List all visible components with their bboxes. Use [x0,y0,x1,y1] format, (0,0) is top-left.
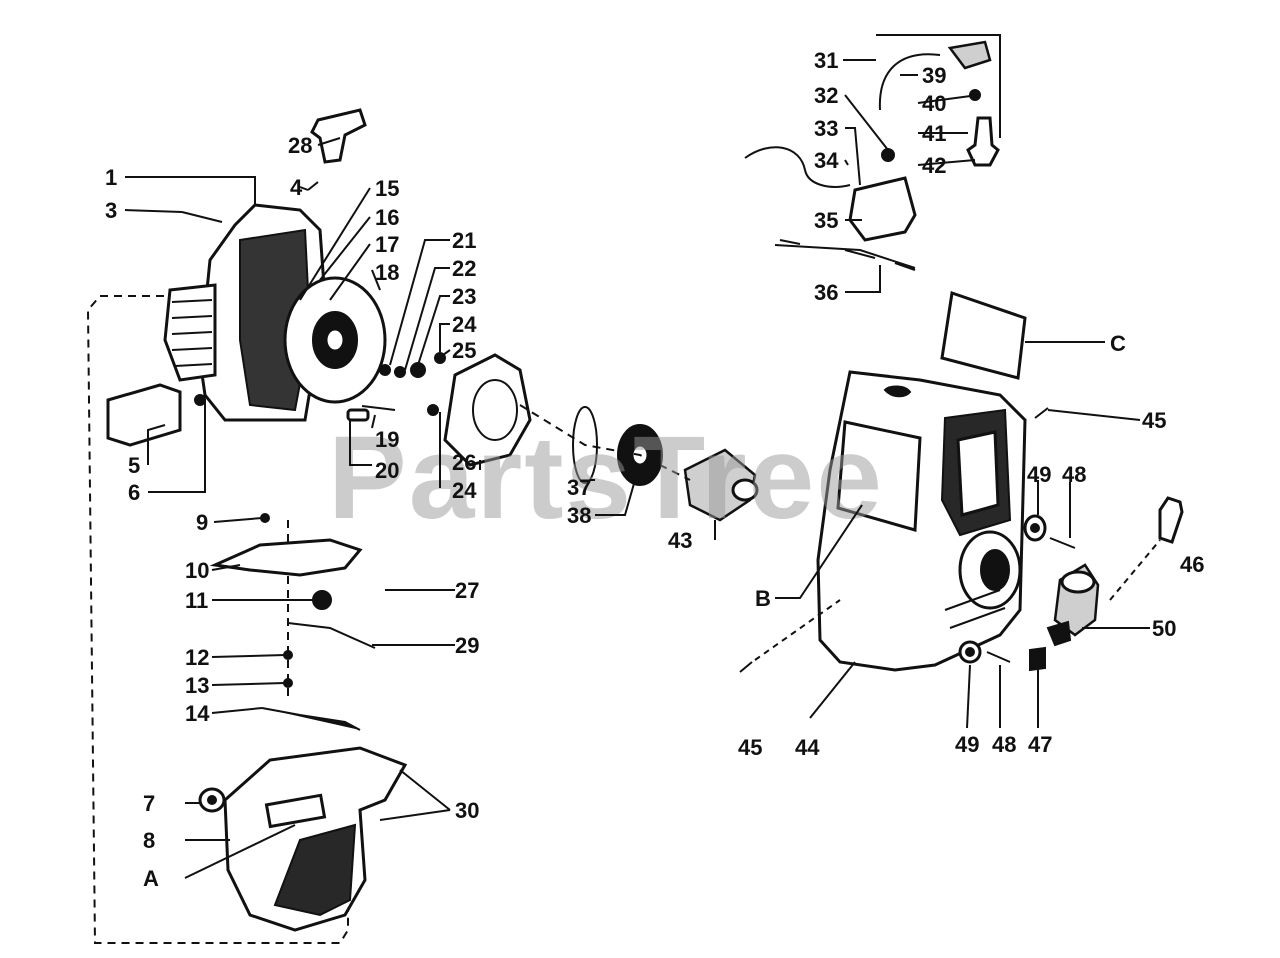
callout-labels: 1 3 4 5 6 9 10 11 12 13 14 7 8 A 28 15 1… [105,48,1204,891]
callout-15: 15 [375,176,399,201]
callout-38: 38 [567,503,591,528]
housing-assembly [739,291,1184,673]
callout-6: 6 [128,480,140,505]
callout-40: 40 [922,91,946,116]
callout-48a: 48 [1062,462,1086,487]
watermark: PartsTree [328,412,884,544]
callout-C: C [1110,331,1126,356]
muffler [106,383,182,447]
callout-33: 33 [814,116,838,141]
callout-30: 30 [455,798,479,823]
callout-31: 31 [814,48,838,73]
spark-plug-boot [947,40,992,70]
callout-19: 19 [375,427,399,452]
ignition-assembly [744,34,1001,271]
starter-handle [310,108,367,164]
callout-25: 25 [452,338,476,363]
callout-47: 47 [1028,732,1052,757]
callout-4: 4 [290,175,303,200]
callout-3: 3 [105,198,117,223]
callout-41: 41 [922,121,946,146]
callout-12: 12 [185,645,209,670]
callout-23: 23 [452,284,476,309]
callout-44: 44 [795,735,820,760]
bolt-46 [1158,496,1184,544]
callout-46: 46 [1180,552,1204,577]
callout-49b: 49 [955,732,979,757]
callout-17: 17 [375,232,399,257]
callout-42: 42 [922,153,946,178]
callout-10: 10 [185,558,209,583]
spark-plug [966,116,1000,167]
callout-9: 9 [196,510,208,535]
callout-B: B [755,586,771,611]
callout-49a: 49 [1027,462,1051,487]
callout-13: 13 [185,673,209,698]
callout-45b: 45 [738,735,762,760]
group-bracket [86,295,349,944]
callout-35: 35 [814,208,838,233]
callout-20: 20 [375,458,399,483]
washer-disc [572,406,598,484]
callout-43: 43 [668,528,692,553]
callout-21: 21 [452,228,476,253]
callout-A: A [143,866,159,891]
callout-50: 50 [1152,616,1176,641]
callout-27: 27 [455,578,479,603]
callout-28: 28 [288,133,312,158]
callout-18: 18 [375,260,399,285]
throttle-bracket [209,538,363,577]
callout-16: 16 [375,205,399,230]
decal-C [940,291,1027,380]
callout-29: 29 [455,633,479,658]
callout-1: 1 [105,165,117,190]
callout-11: 11 [185,588,208,613]
callout-45a: 45 [1142,408,1166,433]
callout-7: 7 [143,791,155,816]
callout-24b: 24 [452,478,477,503]
callout-26: 26 [452,450,476,475]
callout-34: 34 [814,148,839,173]
callout-14: 14 [185,701,210,726]
callout-8: 8 [143,828,155,853]
leader-lines [124,59,1150,879]
callout-22: 22 [452,256,476,281]
ignition-module [848,176,917,242]
callout-39: 39 [922,63,946,88]
callout-37: 37 [567,475,591,500]
callout-36: 36 [814,280,838,305]
starter-housing [443,353,532,467]
callout-32: 32 [814,83,838,108]
callout-5: 5 [128,453,140,478]
callout-48b: 48 [992,732,1016,757]
callout-24a: 24 [452,312,477,337]
spark-plug-wire [878,53,941,111]
engine-assembly [86,108,759,944]
